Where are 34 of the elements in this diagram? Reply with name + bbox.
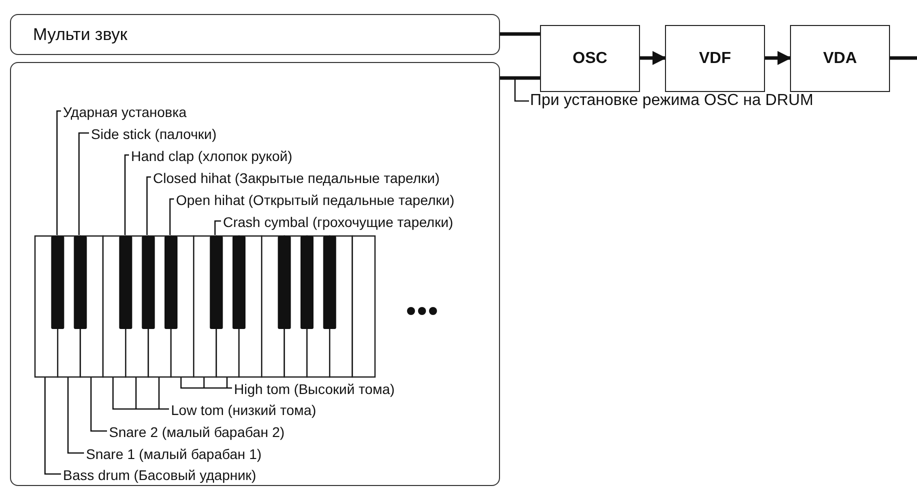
process-box: OSC <box>540 25 640 92</box>
drum-label: Closed hihat (Закрытые педальные тарелки) <box>153 169 440 187</box>
leader-line <box>214 220 221 235</box>
panel-title: Мульти звук <box>32 24 128 44</box>
keyboard-drawing <box>35 236 375 377</box>
arrow <box>640 51 666 65</box>
leader-line <box>124 154 129 235</box>
drum-label: Low tom (низкий тома) <box>171 401 316 419</box>
leader-line <box>44 376 61 475</box>
drum-label: Crash cymbal (грохочущие тарелки) <box>223 213 454 231</box>
leader-line <box>90 376 107 432</box>
note-text: При установке режима OSC на DRUM <box>530 91 814 111</box>
drum-label: Snare 2 (малый барабан 2) <box>109 423 285 441</box>
connector <box>500 32 540 36</box>
drum-label: Bass drum (Басовый ударник) <box>63 466 256 484</box>
leader-line <box>56 110 61 235</box>
process-box: VDA <box>790 25 890 92</box>
mode-panel <box>10 14 500 55</box>
drum-label: Side stick (палочки) <box>91 125 217 143</box>
drum-label: Hand clap (хлопок рукой) <box>131 147 292 165</box>
drum-label: Snare 1 (малый барабан 1) <box>86 445 262 463</box>
process-box: VDF <box>665 25 765 92</box>
leader-line <box>146 176 151 235</box>
connector <box>890 56 917 60</box>
keyboard-panel <box>10 62 500 486</box>
arrow <box>765 51 792 65</box>
connector <box>500 76 540 80</box>
drum-label: Open hihat (Открытый педальные тарелки) <box>176 191 454 209</box>
drum-label: Ударная установка <box>63 103 187 121</box>
drum-label: High tom (Высокий тома) <box>234 380 395 398</box>
leader-line <box>169 198 174 235</box>
leader-line <box>78 132 89 235</box>
leader-line <box>514 78 529 102</box>
leader-line <box>67 376 84 454</box>
